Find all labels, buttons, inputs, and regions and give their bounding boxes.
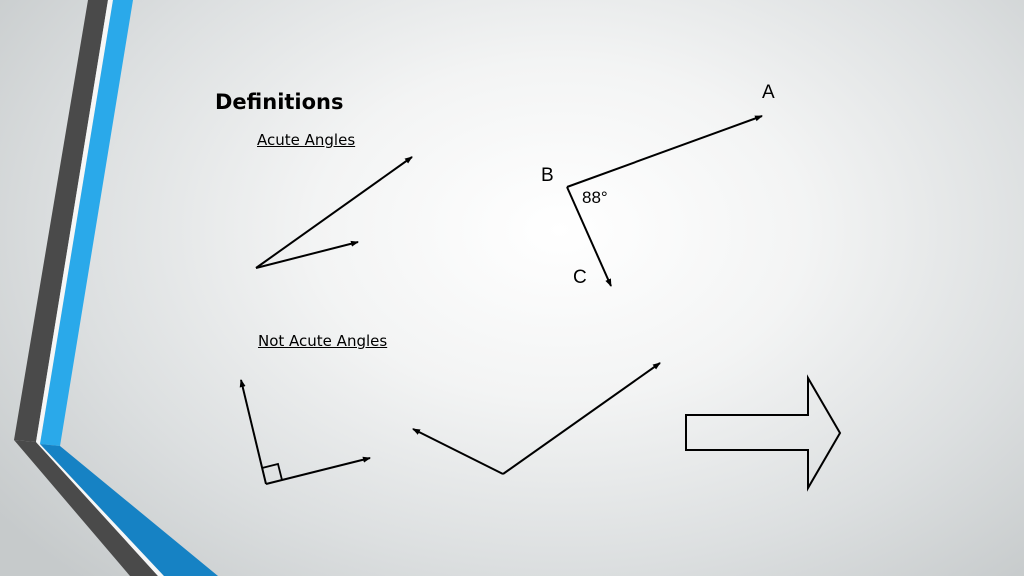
acute-ray-lower <box>255 240 359 269</box>
bottom-band-blue <box>40 444 218 576</box>
obtuse-ray-right <box>502 362 661 475</box>
point-b-label: B <box>541 165 554 186</box>
acute-ray-upper <box>255 156 413 269</box>
point-c-label: C <box>573 267 587 288</box>
right-angle-figure <box>239 379 371 485</box>
point-a-label: A <box>762 82 775 103</box>
acute-angle-figure <box>255 156 413 269</box>
right-angle-marker <box>261 462 283 481</box>
right-ray-right <box>265 456 371 485</box>
obtuse-angle-figure <box>412 362 661 475</box>
ray-bc <box>566 186 612 287</box>
angle-measure-label: 88° <box>582 188 608 207</box>
bottom-band-dark <box>14 440 158 576</box>
right-ray-up <box>239 379 267 485</box>
obtuse-ray-left <box>412 428 504 475</box>
left-band-dark <box>14 0 108 442</box>
acute-angles-heading: Acute Angles <box>257 131 356 149</box>
next-arrow-icon[interactable] <box>685 374 842 492</box>
bottom-band-white <box>36 442 164 576</box>
ray-ba <box>566 115 763 188</box>
angle-abc-figure <box>566 115 763 287</box>
left-band-blue <box>40 0 133 446</box>
not-acute-angles-heading: Not Acute Angles <box>258 332 388 350</box>
left-band-white <box>36 0 113 444</box>
slide-title: Definitions <box>215 90 344 114</box>
